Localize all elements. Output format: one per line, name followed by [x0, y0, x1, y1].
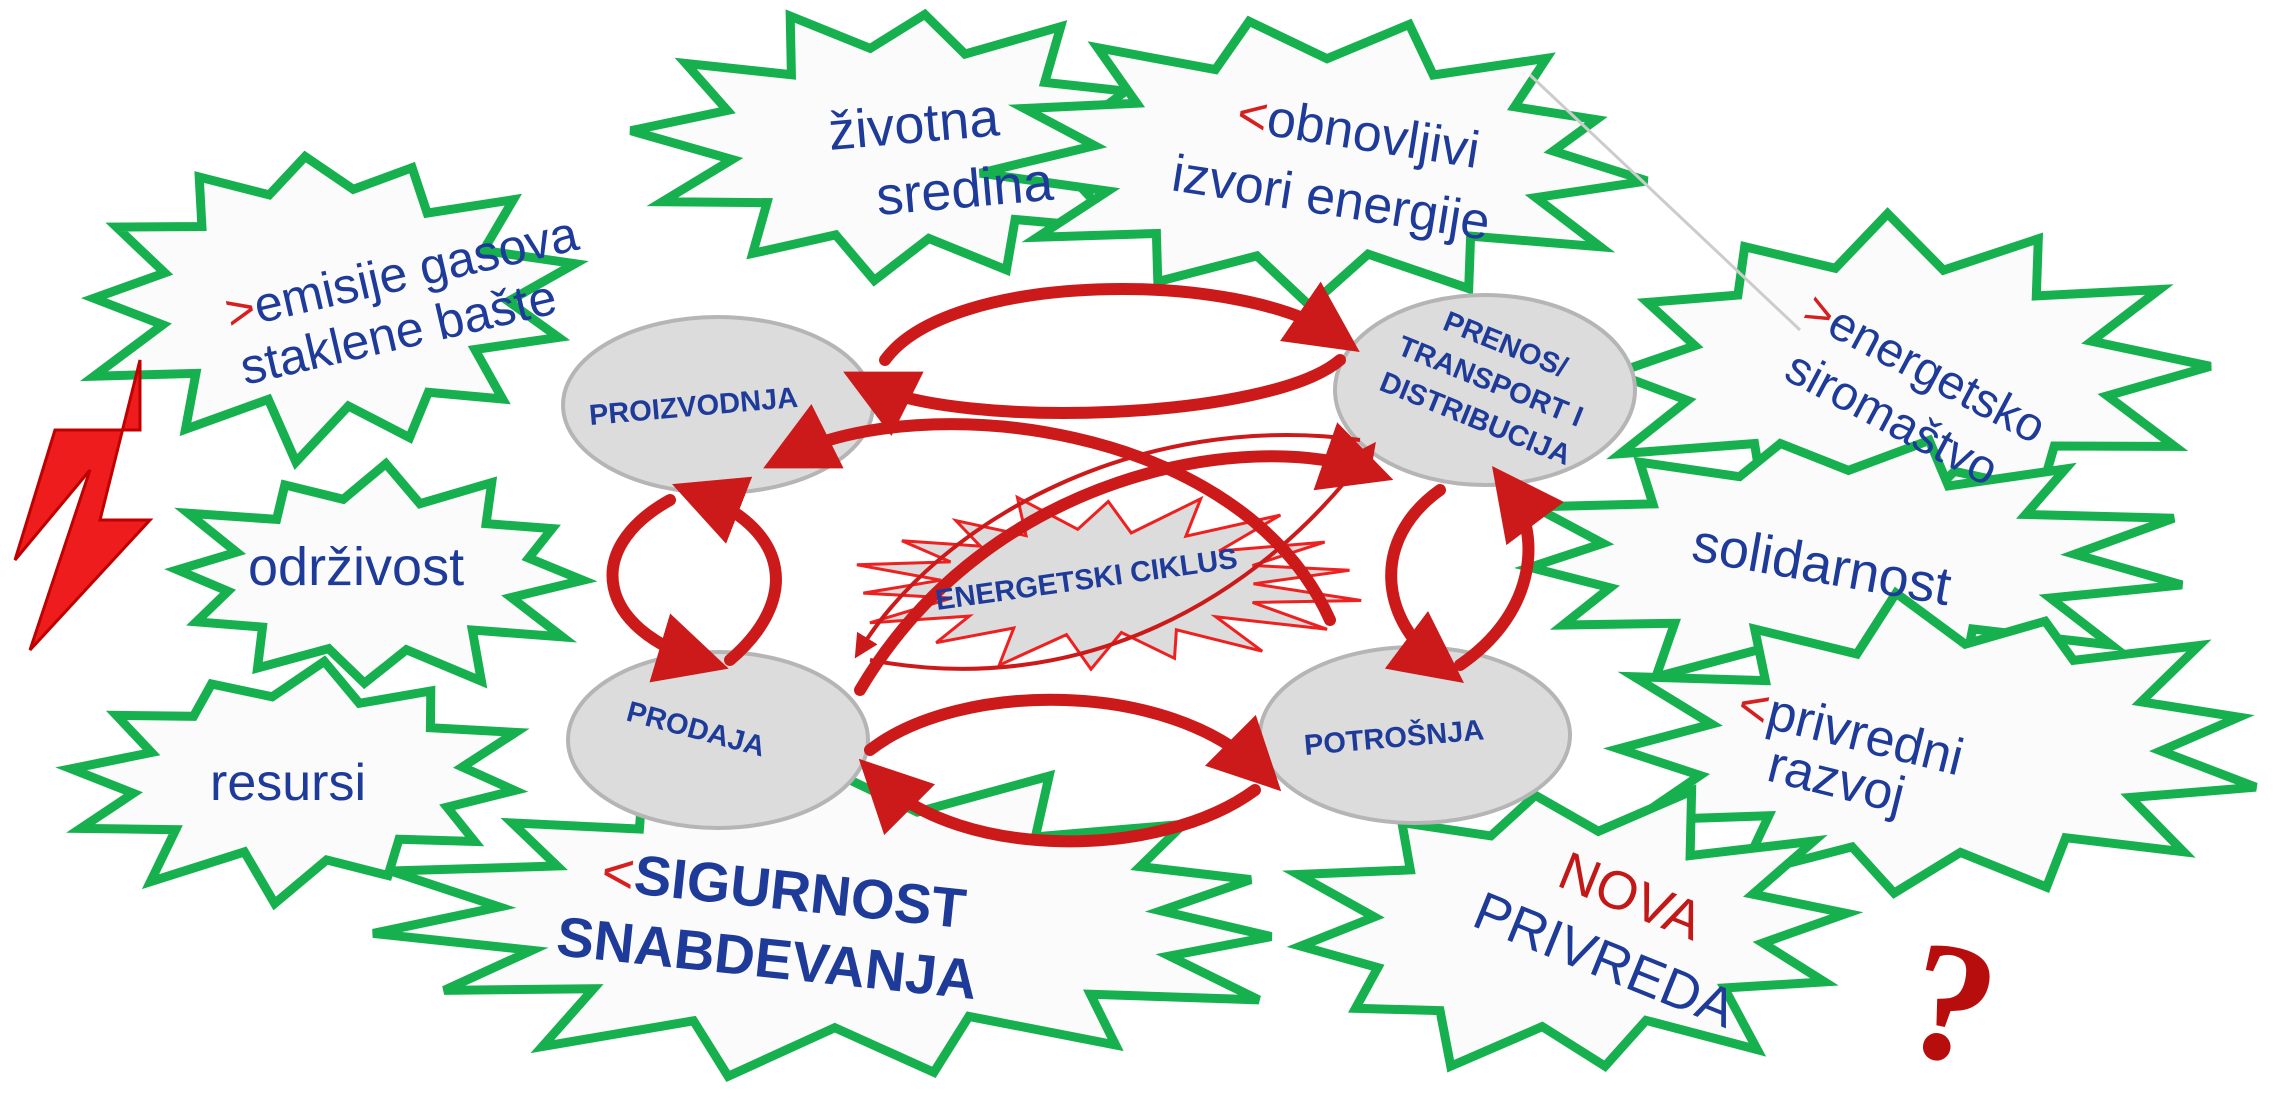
sigurnost-marker: < — [599, 839, 638, 905]
question-mark-icon: ? — [1891, 903, 2013, 1102]
theme-odrzivost: održivost — [248, 537, 464, 597]
arrow-proizvodnja-to-prodaja — [606, 494, 729, 683]
arrow-prenos-to-potrosnja — [1384, 484, 1464, 684]
emisije-burst — [79, 150, 589, 471]
odrzivost-line-1: održivost — [248, 537, 464, 597]
arrow-diagonal-3 — [869, 441, 1376, 671]
lightning-bolt-icon — [13, 359, 154, 652]
nova-burst — [1282, 784, 1864, 1073]
divider-line — [1528, 73, 1802, 332]
arrow-diagonal-1 — [763, 404, 1336, 626]
theme-bursts — [55, 8, 2258, 1083]
arrow-potrosnja-to-prenos — [1454, 465, 1564, 671]
privredni-burst — [1602, 586, 2258, 899]
resursi-burst — [55, 655, 530, 911]
resursi-line-1: resursi — [210, 754, 366, 812]
arrow-prodaja-to-potrosnja — [864, 693, 1282, 792]
theme-resursi: resursi — [210, 754, 366, 812]
arrow-prenos-to-proizvodnja — [843, 354, 1346, 436]
center-star-shape — [856, 494, 1362, 672]
node-prenos-shape — [1333, 293, 1637, 487]
arrow-prodaja-to-proizvodnja — [672, 476, 782, 666]
odrzivost-burst — [164, 457, 598, 690]
cycle-arrows — [606, 281, 1564, 848]
arrow-potrosnja-to-prodaja — [858, 758, 1261, 848]
zivotna-line-1: životna — [826, 87, 1003, 162]
arrow-diagonal-2 — [854, 422, 1394, 696]
obnovljivi-burst — [978, 15, 1649, 313]
zivotna-burst — [629, 8, 1150, 287]
arrow-proizvodnja-to-prenos — [879, 281, 1360, 366]
arrow-diagonal-4 — [854, 433, 1361, 659]
